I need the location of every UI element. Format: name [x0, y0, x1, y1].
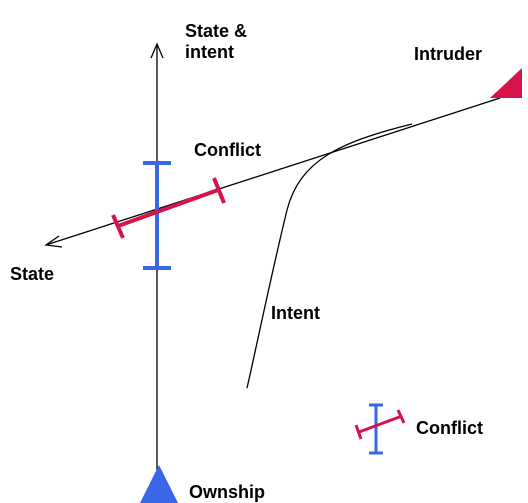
state-label: State	[10, 264, 55, 284]
state-intent-arrowhead	[150, 42, 164, 59]
ownship-conflict-interval	[143, 161, 171, 270]
intruder-state-line	[45, 97, 501, 246]
intent-label: Intent	[271, 303, 320, 323]
state-intent-label-line2: intent	[185, 42, 234, 62]
state-arrowhead	[44, 235, 63, 248]
conflict-label: Conflict	[194, 140, 261, 160]
state-intent-label-line1: State &	[185, 21, 248, 41]
legend-conflict-blue-icon	[369, 403, 383, 455]
legend-conflict-red-icon	[354, 409, 406, 440]
intruder-conflict-interval	[111, 177, 226, 239]
state-intent-label: State & intent	[185, 21, 247, 63]
ownship-icon	[140, 465, 178, 503]
intruder-intent-curve	[246, 123, 413, 389]
intruder-icon	[490, 68, 522, 98]
legend-conflict-label: Conflict	[416, 418, 483, 438]
intruder-label: Intruder	[414, 44, 483, 64]
ownship-label: Ownship	[189, 482, 265, 502]
